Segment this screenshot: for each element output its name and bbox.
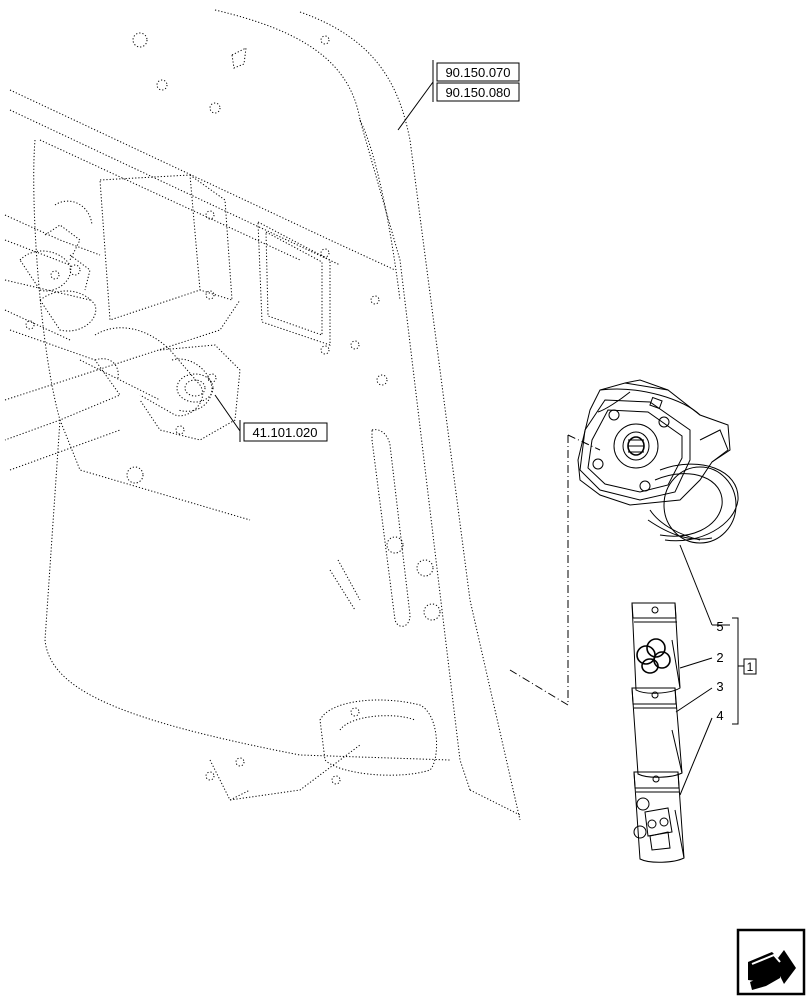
reference-90-150-080[interactable]: 90.150.080	[436, 82, 520, 102]
hardware-kit-bag	[633, 771, 685, 863]
callout-4[interactable]: 4	[679, 708, 724, 796]
callout-3[interactable]: 3	[675, 679, 724, 713]
callout-bracket	[732, 617, 744, 725]
seal-kit-bag	[631, 602, 681, 694]
mounting-axis-line	[509, 434, 601, 706]
steering-motor	[577, 379, 739, 544]
leader-line	[214, 394, 241, 432]
reference-label: 90.150.080	[445, 85, 510, 100]
reference-label: 90.150.070	[445, 65, 510, 80]
callout-number: 1	[747, 660, 754, 674]
callout-number: 4	[716, 708, 723, 723]
reference-41-101-020[interactable]: 41.101.020	[239, 420, 328, 442]
callout-5[interactable]: 5	[712, 619, 730, 634]
leader-line	[397, 81, 434, 131]
leader-line	[679, 544, 713, 626]
steering-column	[4, 200, 241, 441]
frame-structure	[4, 9, 521, 821]
arrow-return-icon[interactable]	[736, 928, 806, 996]
reference-label: 41.101.020	[252, 425, 317, 440]
callout-group-1[interactable]: 1	[743, 658, 757, 675]
callout-2[interactable]: 2	[679, 650, 724, 669]
callout-number: 5	[716, 619, 723, 634]
callout-number: 2	[716, 650, 723, 665]
reference-90-150-070[interactable]: 90.150.070	[432, 60, 520, 102]
kit-bag-empty	[631, 687, 683, 778]
callout-number: 3	[716, 679, 723, 694]
